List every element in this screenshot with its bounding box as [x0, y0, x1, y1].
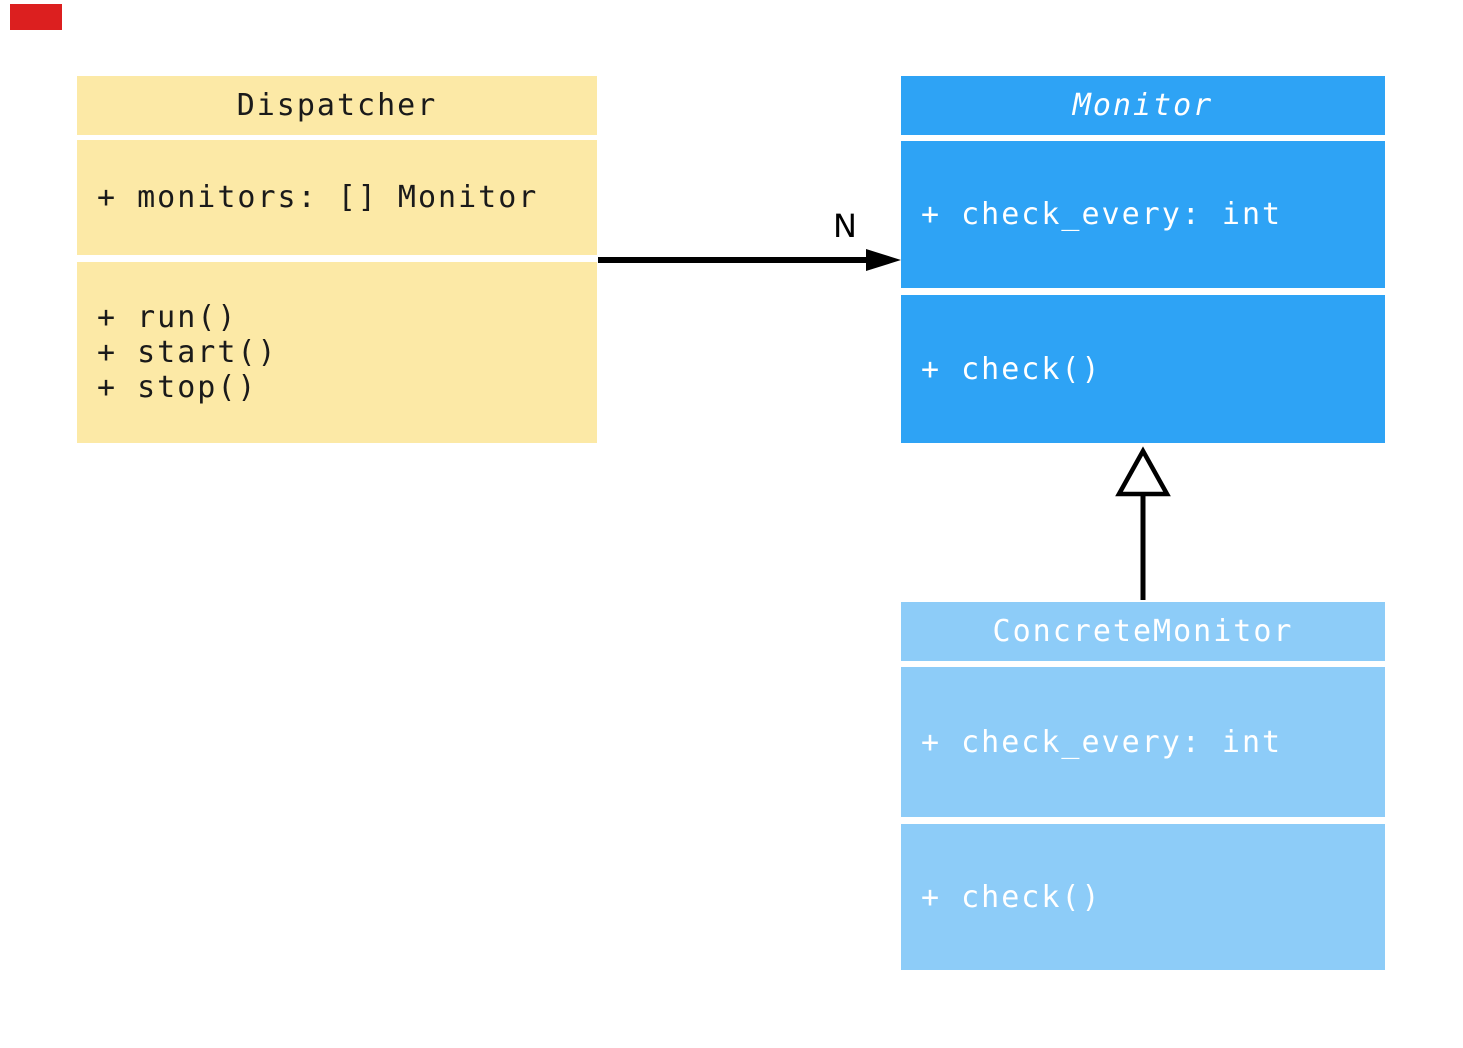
class-title-concretemonitor: ConcreteMonitor	[901, 602, 1385, 661]
inheritance-arrow	[1115, 446, 1171, 600]
class-box-concretemonitor: ConcreteMonitor + check_every: int + che…	[901, 602, 1385, 970]
method-row: + check()	[921, 879, 1102, 915]
red-capture-marker	[10, 4, 62, 30]
hollow-triangle-icon	[1115, 446, 1171, 497]
methods-section-concretemonitor: + check()	[901, 824, 1385, 970]
method-row: + stop()	[97, 370, 258, 405]
method-row: + check()	[921, 351, 1102, 387]
attributes-section-concretemonitor: + check_every: int	[901, 667, 1385, 817]
attributes-section-dispatcher: + monitors: [] Monitor	[77, 140, 597, 255]
attribute-row: + monitors: [] Monitor	[97, 180, 539, 215]
method-row: + run()	[97, 300, 238, 335]
methods-section-dispatcher: + run() + start() + stop()	[77, 262, 597, 443]
association-arrow	[598, 249, 901, 271]
attributes-section-monitor: + check_every: int	[901, 141, 1385, 288]
class-title-monitor: Monitor	[901, 76, 1385, 135]
class-box-monitor: Monitor + check_every: int + check()	[901, 76, 1385, 443]
filled-arrowhead-icon	[866, 249, 901, 271]
class-box-dispatcher: Dispatcher + monitors: [] Monitor + run(…	[77, 76, 597, 443]
class-title-dispatcher: Dispatcher	[77, 76, 597, 135]
method-row: + start()	[97, 335, 278, 370]
association-multiplicity-label: N	[833, 207, 857, 245]
attribute-row: + check_every: int	[921, 197, 1283, 232]
methods-section-monitor: + check()	[901, 295, 1385, 443]
attribute-row: + check_every: int	[921, 724, 1283, 760]
